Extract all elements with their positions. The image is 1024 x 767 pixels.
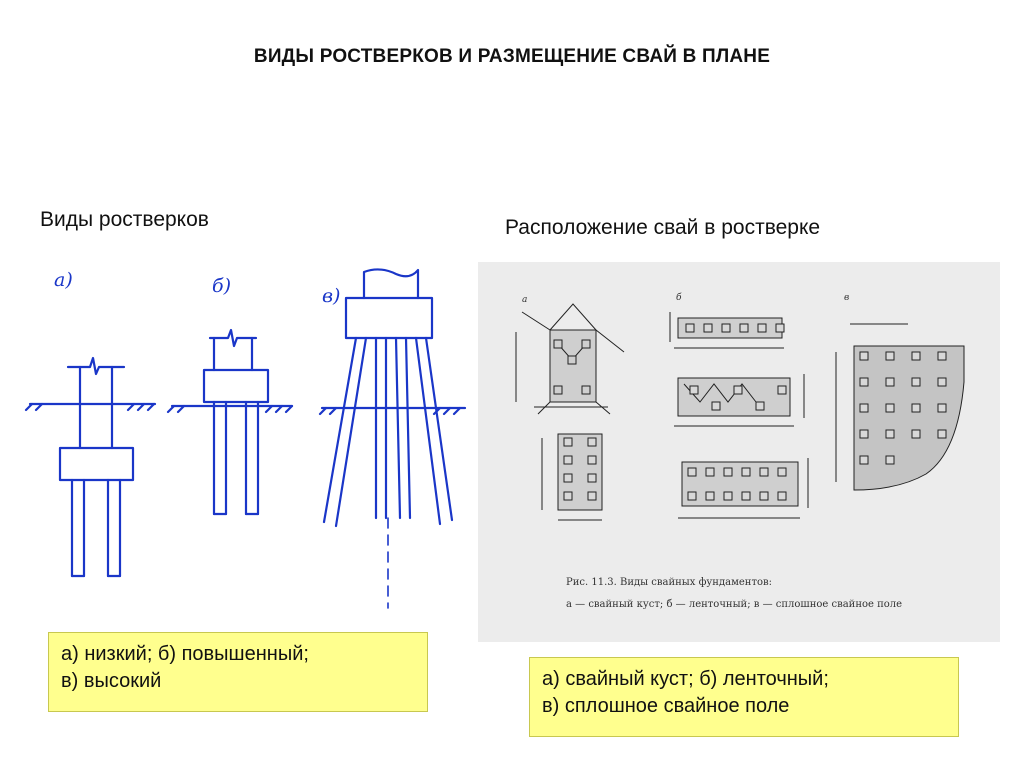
pile-square: [777, 491, 787, 501]
pile-square: [587, 473, 597, 483]
pile-square: [911, 403, 921, 413]
cluster-layout: [515, 303, 625, 415]
slide-title: ВИДЫ РОСТВЕРКОВ И РАЗМЕЩЕНИЕ СВАЙ В ПЛАН…: [253, 46, 771, 67]
pile-square: [757, 323, 767, 333]
right-heading: Расположение свай в ростверке: [505, 216, 821, 239]
pile-square: [759, 467, 769, 477]
pile-square: [885, 403, 895, 413]
pile-square: [563, 437, 573, 447]
pile-square: [587, 491, 597, 501]
pile-square: [859, 455, 869, 465]
cap-types-note-line2: в) высокий: [61, 670, 162, 692]
pile-square: [885, 377, 895, 387]
pile-square: [859, 403, 869, 413]
pile-square: [911, 377, 921, 387]
pile-layout-note-line1: а) свайный куст; б) ленточный;: [542, 668, 829, 690]
pile-square: [859, 351, 869, 361]
pile-square: [721, 323, 731, 333]
pile-cap-sketch: а) б) в): [24, 268, 467, 609]
sketch-label-a: а): [54, 269, 73, 291]
pile-square: [685, 323, 695, 333]
pile-square: [705, 491, 715, 501]
figure-label-b: б: [676, 292, 682, 303]
pile-square: [587, 455, 597, 465]
pile-squares: [563, 323, 947, 501]
pile-square: [885, 455, 895, 465]
pile-square: [739, 323, 749, 333]
left-heading: Виды ростверков: [40, 208, 209, 231]
pile-square: [777, 385, 787, 395]
pile-square: [937, 377, 947, 387]
pile-square: [937, 429, 947, 439]
pile-square: [733, 385, 743, 395]
low-cap-drawing: [24, 356, 157, 578]
pile-square: [775, 323, 785, 333]
figure-caption: Рис. 11.3. Виды свайных фундаментов: а —…: [566, 572, 902, 616]
high-cap-drawing: [318, 268, 467, 609]
pile-square: [711, 401, 721, 411]
pile-square: [703, 323, 713, 333]
strip-layouts: [541, 312, 809, 521]
pile-square: [723, 491, 733, 501]
pile-square: [937, 403, 947, 413]
pile-square: [723, 467, 733, 477]
pile-square: [741, 467, 751, 477]
pile-square: [755, 401, 765, 411]
sketch-label-c: в): [322, 285, 340, 307]
elevated-cap-drawing: [166, 328, 294, 516]
pile-square: [777, 467, 787, 477]
pile-layout-note: а) свайный куст; б) ленточный; в) сплошн…: [529, 657, 959, 737]
pile-square: [687, 467, 697, 477]
pile-layout-figure: а б в Рис. 11.3. Виды свайных фундаменто…: [478, 262, 1000, 642]
pile-layout-note-line2: в) сплошное свайное поле: [542, 695, 790, 717]
sketch-label-b: б): [212, 275, 231, 297]
pile-square: [563, 473, 573, 483]
figure-caption-line2: а — свайный куст; б — ленточный; в — спл…: [566, 599, 903, 610]
figure-label-a: а: [522, 295, 527, 305]
figure-caption-line1: Рис. 11.3. Виды свайных фундаментов:: [566, 577, 772, 588]
figure-label-c: в: [844, 293, 849, 303]
cap-types-note: а) низкий; б) повышенный; в) высокий: [48, 632, 428, 712]
pile-square: [911, 351, 921, 361]
pile-square: [689, 385, 699, 395]
pile-square: [911, 429, 921, 439]
pile-square: [587, 437, 597, 447]
pile-square: [885, 429, 895, 439]
pile-square: [741, 491, 751, 501]
pile-field-layout: [835, 323, 965, 491]
pile-square: [937, 351, 947, 361]
cap-types-note-line1: а) низкий; б) повышенный;: [61, 643, 309, 665]
pile-square: [859, 377, 869, 387]
pile-square: [885, 351, 895, 361]
pile-square: [759, 491, 769, 501]
pile-square: [687, 491, 697, 501]
pile-square: [859, 429, 869, 439]
pile-square: [563, 455, 573, 465]
pile-square: [705, 467, 715, 477]
pile-square: [563, 491, 573, 501]
